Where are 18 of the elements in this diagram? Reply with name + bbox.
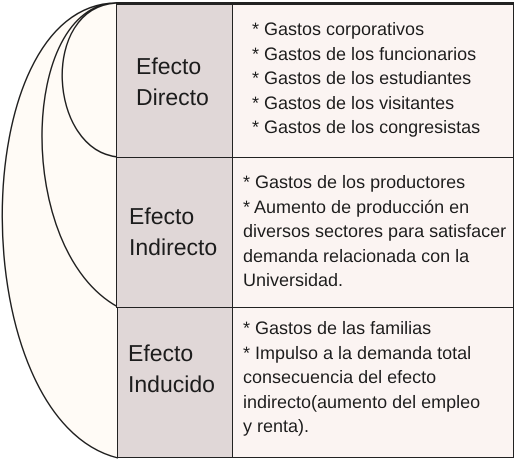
description-panel [232, 2, 514, 158]
bullet-item: * Gastos de los productores [243, 171, 466, 194]
description-panel [232, 307, 514, 458]
category-panel [116, 2, 233, 158]
bullet-item: * Gastos de los funcionarios [252, 42, 478, 66]
category-heading: Efecto Inducido [128, 339, 216, 399]
bullet-item: * Aumento de producción en diversos sectores para satisfacer demanda relacionada con la Universidad. [243, 196, 508, 292]
bullet-item: * Gastos de los congresistas [252, 116, 482, 139]
bullet-item: * Gastos de los estudiantes [252, 67, 472, 90]
category-heading: Efecto Indirecto [129, 202, 218, 262]
category-panel [116, 157, 233, 308]
bullet-item: * Gastos de los visitantes [252, 92, 456, 114]
bullet-item: * Impulso a la demanda total consecuencia del efecto indirecto(aumento del empleo y renta). [243, 342, 482, 438]
category-heading: Efecto Directo [136, 52, 210, 112]
bullet-item: * Gastos corporativos [252, 18, 426, 41]
category-panel [117, 307, 233, 458]
description-panel [232, 157, 514, 308]
bullet-item: * Gastos de las familias [243, 317, 432, 340]
